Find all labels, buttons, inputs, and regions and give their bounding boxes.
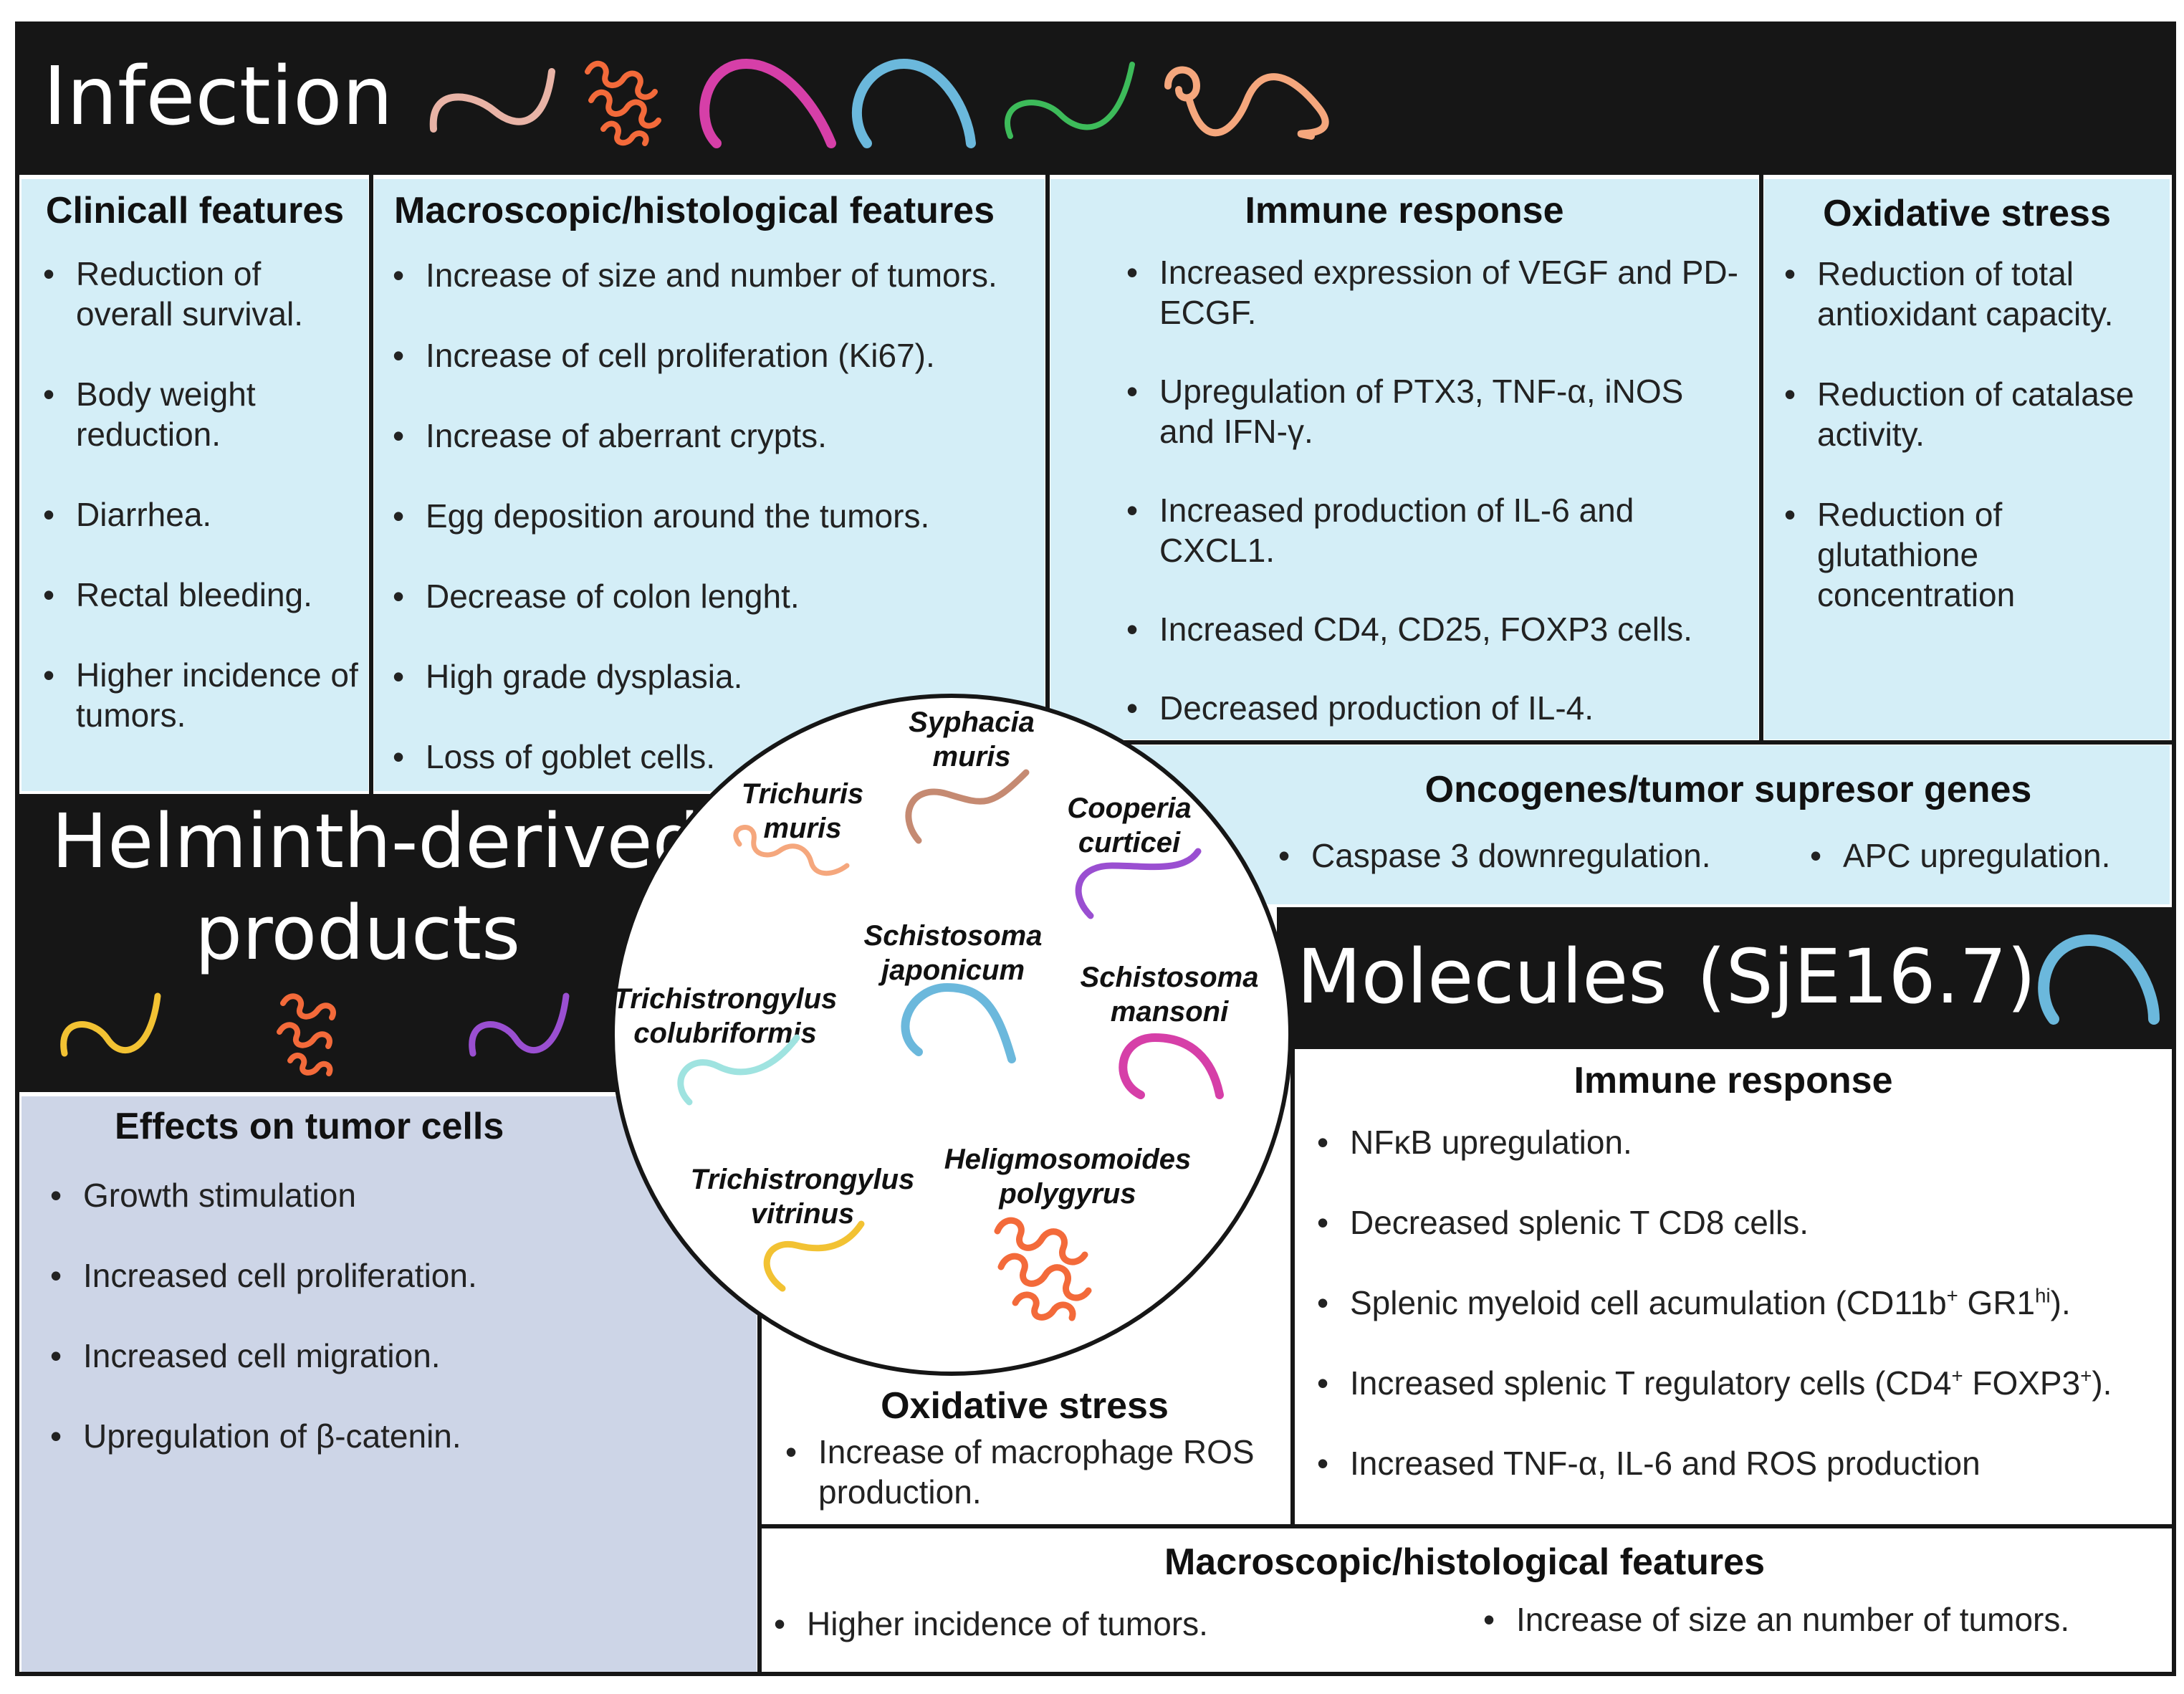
list-item: Decreased splenic T CD8 cells. [1317,1202,2163,1243]
immune-list: Increased expression of VEGF and PD-ECGF… [1126,252,1743,728]
list-item: Increased CD4, CD25, FOXP3 cells. [1126,609,1743,649]
worm-icon [469,992,570,1057]
worm-icon [1005,62,1135,139]
list-item: Caspase 3 downregulation. [1278,836,1744,876]
infection-band [17,21,2174,175]
panel-title: Effects on tumor cells [115,1106,504,1147]
worm-icon [585,60,661,146]
list-item: NFκB upregulation. [1317,1122,2163,1162]
list-item: Upregulation of β-catenin. [50,1416,738,1456]
list-item: Splenic myeloid cell acumulation (CD11b+… [1317,1283,2163,1323]
panel-macroscopic-features: Macroscopic/histological features Increa… [374,179,1045,791]
list-item: Diarrhea. [43,494,358,535]
species-worms [677,769,1224,1321]
panel-title: Immune response [1245,190,1564,231]
list-item: Higher incidence of tumors. [43,655,358,735]
worm-icon [1119,1033,1224,1099]
panel-title: Macroscopic/histological features [394,190,995,231]
list-item: Growth stimulation [50,1175,738,1215]
worm-icon [763,1220,865,1292]
molecules-band [1277,907,2174,1049]
worm-icon [733,825,850,876]
panel-clinical-features: Clinicall features Reduction of overall … [21,179,368,791]
helminth-title-line1: Helminth-derived [52,798,700,885]
list-item: Body weight reduction. [43,374,358,454]
worm-icons-helminth [60,992,570,1076]
species-circle [610,694,1293,1376]
list-item: Decrease of colon lenght. [393,576,1038,616]
list-item: High grade dysplasia. [393,656,1038,697]
panel-molecules-macro: Macroscopic/histological features Higher… [760,1529,2170,1674]
oncogenes-list-1: Caspase 3 downregulation. [1278,836,1744,876]
worm-icon [905,769,1030,844]
panel-molecules-immune: Immune response NFκB upregulation. Decre… [1297,1053,2170,1523]
molecules-immune-list: NFκB upregulation. Decreased splenic T C… [1317,1122,2163,1483]
helminth-oxidative-list: Increase of macrophage ROS production. [785,1432,1287,1512]
panel-title: Immune response [1574,1060,1893,1101]
panel-title: Oxidative stress [1823,193,2111,234]
list-item: APC upregulation. [1810,836,2168,876]
list-item: Reduction of catalase activity. [1784,374,2164,454]
list-item: Increase of size an number of tumors. [1483,1599,2164,1640]
worm-icon [1075,848,1202,919]
molecules-macro-list-2: Increase of size an number of tumors. [1483,1599,2164,1640]
list-item: Increased cell proliferation. [50,1255,738,1296]
panel-effects-tumor-cells: Effects on tumor cells Growth stimulatio… [21,1096,757,1674]
infection-title: Infection [43,50,393,143]
list-item: Rectal bleeding. [43,575,358,615]
macro-list: Increase of size and number of tumors. I… [393,255,1038,777]
molecules-title: Molecules [1297,933,1667,1020]
effects-list: Growth stimulation Increased cell prolif… [50,1175,738,1456]
worm-icon [901,982,1016,1063]
list-item: Loss of goblet cells. [393,737,1038,777]
panel-title: Oncogenes/tumor supresor genes [1424,769,2032,810]
list-item: Upregulation of PTX3, TNF-α, iNOS and IF… [1126,371,1743,451]
list-item: Increase of macrophage ROS production. [785,1432,1287,1512]
list-item: Decreased production of IL-4. [1126,688,1743,728]
list-item: Reduction of glutathione concentration [1784,494,2164,615]
list-item: Increased TNF-α, IL-6 and ROS production [1317,1443,2163,1483]
worm-icon [429,68,555,133]
list-item: Increased expression of VEGF and PD-ECGF… [1126,252,1743,332]
clinical-list: Reduction of overall survival. Body weig… [43,254,358,735]
list-item: Egg deposition around the tumors. [393,496,1038,536]
worm-icon [60,992,161,1057]
oncogenes-list-2: APC upregulation. [1810,836,2168,876]
molecules-macro-list-1: Higher incidence of tumors. [774,1604,1419,1644]
worm-icon [994,1217,1092,1321]
helminth-title-line2: products [195,889,521,977]
list-item: Increase of cell proliferation (Ki67). [393,335,1038,375]
panel-title: Oxidative stress [881,1385,1169,1427]
list-item: Reduction of total antioxidant capacity. [1784,254,2164,334]
list-item: Reduction of overall survival. [43,254,358,334]
worm-icon [2038,934,2160,1025]
list-item: Increase of size and number of tumors. [393,255,1038,295]
panel-immune-response: Immune response Increased expression of … [1050,179,1758,740]
worm-icon [851,59,976,148]
panel-oxidative-stress: Oxidative stress Reduction of total anti… [1764,179,2170,740]
panel-title: Macroscopic/histological features [1164,1541,1766,1583]
panel-title: Clinicall features [45,190,345,231]
molecules-subtitle: (SjE16.7) [1697,933,2036,1020]
list-item: Higher incidence of tumors. [774,1604,1419,1644]
worm-icon [677,1034,800,1106]
list-item: Increased cell migration. [50,1336,738,1376]
worm-icons-infection [429,59,1329,148]
list-item: Increased production of IL-6 and CXCL1. [1126,490,1743,570]
worm-icon [1164,66,1329,140]
worm-icon [277,993,336,1076]
oxidative-list: Reduction of total antioxidant capacity.… [1784,254,2164,615]
list-item: Increase of aberrant crypts. [393,416,1038,456]
list-item: Increased splenic T regulatory cells (CD… [1317,1363,2163,1403]
worm-icon [699,59,836,148]
